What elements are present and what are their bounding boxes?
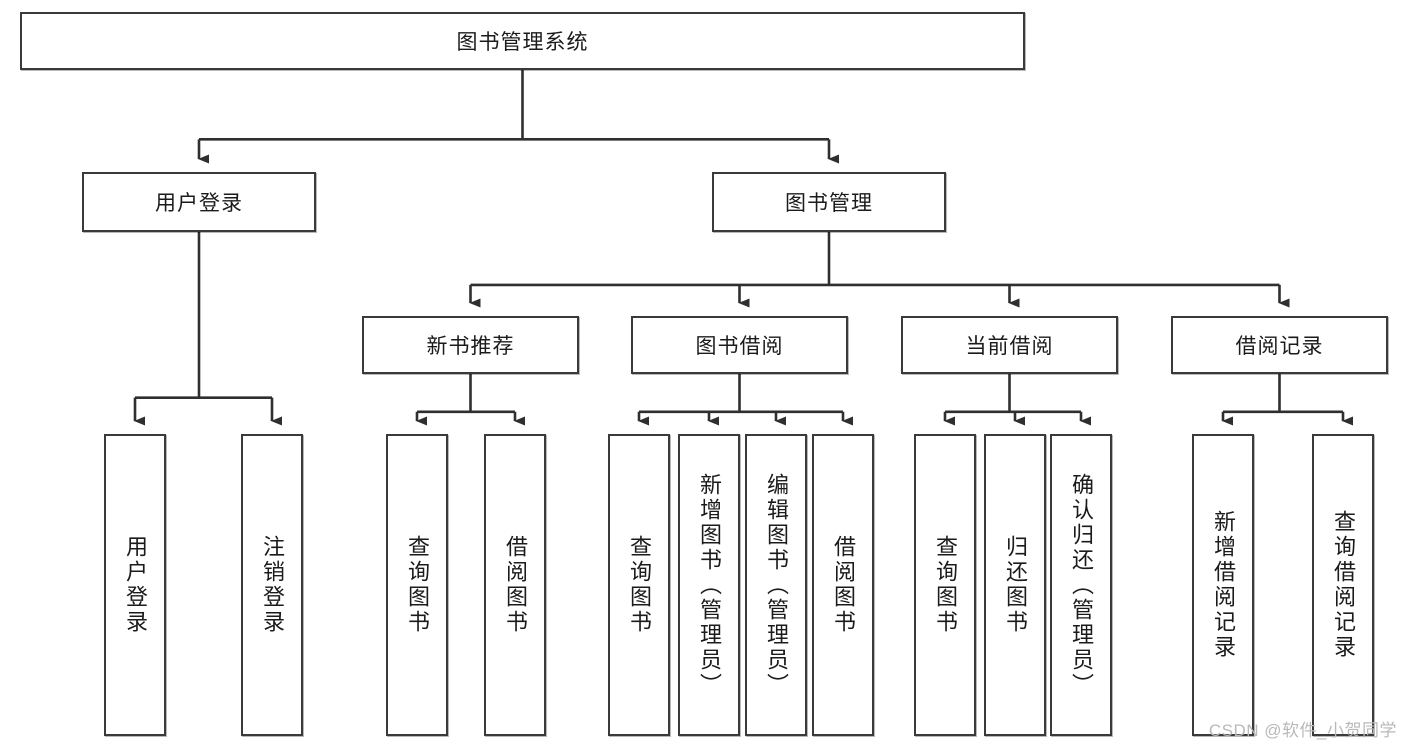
node-leaf-return-book[interactable]: 归还图书 bbox=[984, 434, 1046, 736]
node-leaf-borrow-book[interactable]: 借阅图书 bbox=[812, 434, 874, 736]
node-label-book-borrow: 图书借阅 bbox=[695, 335, 784, 358]
node-leaf-query-book-rec[interactable]: 查询图书 bbox=[386, 434, 448, 736]
node-label-leaf-query-book-cur: 查询图书 bbox=[933, 535, 958, 635]
node-leaf-query-record[interactable]: 查询借阅记录 bbox=[1312, 434, 1374, 736]
node-label-root: 图书管理系统 bbox=[456, 31, 589, 54]
node-leaf-add-book[interactable]: 新增图书（管理员） bbox=[678, 434, 740, 736]
node-new-book-rec[interactable]: 新书推荐 bbox=[362, 316, 579, 374]
node-label-new-book-rec: 新书推荐 bbox=[426, 335, 515, 358]
node-label-leaf-query-book-rec: 查询图书 bbox=[405, 535, 430, 635]
node-label-leaf-query-book-borrow: 查询图书 bbox=[627, 535, 652, 635]
node-label-current-borrow: 当前借阅 bbox=[965, 335, 1054, 358]
node-label-leaf-query-record: 查询借阅记录 bbox=[1331, 510, 1356, 660]
node-leaf-query-book-cur[interactable]: 查询图书 bbox=[914, 434, 976, 736]
node-leaf-borrow-book-rec[interactable]: 借阅图书 bbox=[484, 434, 546, 736]
node-borrow-record[interactable]: 借阅记录 bbox=[1171, 316, 1388, 374]
node-label-leaf-user-login: 用户登录 bbox=[123, 535, 148, 635]
node-book-borrow[interactable]: 图书借阅 bbox=[631, 316, 848, 374]
csdn-watermark: CSDN @软件_小贺同学 bbox=[1208, 721, 1397, 740]
node-label-leaf-add-book: 新增图书（管理员） bbox=[697, 472, 722, 698]
node-book-manage[interactable]: 图书管理 bbox=[712, 172, 946, 232]
node-label-borrow-record: 借阅记录 bbox=[1235, 335, 1324, 358]
node-label-leaf-borrow-book-rec: 借阅图书 bbox=[503, 535, 528, 635]
node-label-leaf-edit-book: 编辑图书（管理员） bbox=[764, 472, 789, 698]
node-label-leaf-logout: 注销登录 bbox=[260, 535, 285, 635]
node-current-borrow[interactable]: 当前借阅 bbox=[901, 316, 1118, 374]
node-label-leaf-add-record: 新增借阅记录 bbox=[1211, 510, 1236, 660]
node-label-user-login: 用户登录 bbox=[155, 192, 243, 215]
node-user-login[interactable]: 用户登录 bbox=[82, 172, 316, 232]
node-root[interactable]: 图书管理系统 bbox=[20, 12, 1025, 70]
node-leaf-confirm-return[interactable]: 确认归还（管理员） bbox=[1050, 434, 1112, 736]
node-label-book-manage: 图书管理 bbox=[785, 192, 873, 215]
node-leaf-query-book-borrow[interactable]: 查询图书 bbox=[608, 434, 670, 736]
node-leaf-edit-book[interactable]: 编辑图书（管理员） bbox=[745, 434, 807, 736]
node-leaf-logout[interactable]: 注销登录 bbox=[241, 434, 303, 736]
node-leaf-user-login[interactable]: 用户登录 bbox=[104, 434, 166, 736]
node-leaf-add-record[interactable]: 新增借阅记录 bbox=[1192, 434, 1254, 736]
node-label-leaf-return-book: 归还图书 bbox=[1003, 535, 1028, 635]
node-label-leaf-borrow-book: 借阅图书 bbox=[831, 535, 856, 635]
node-label-leaf-confirm-return: 确认归还（管理员） bbox=[1069, 472, 1094, 698]
